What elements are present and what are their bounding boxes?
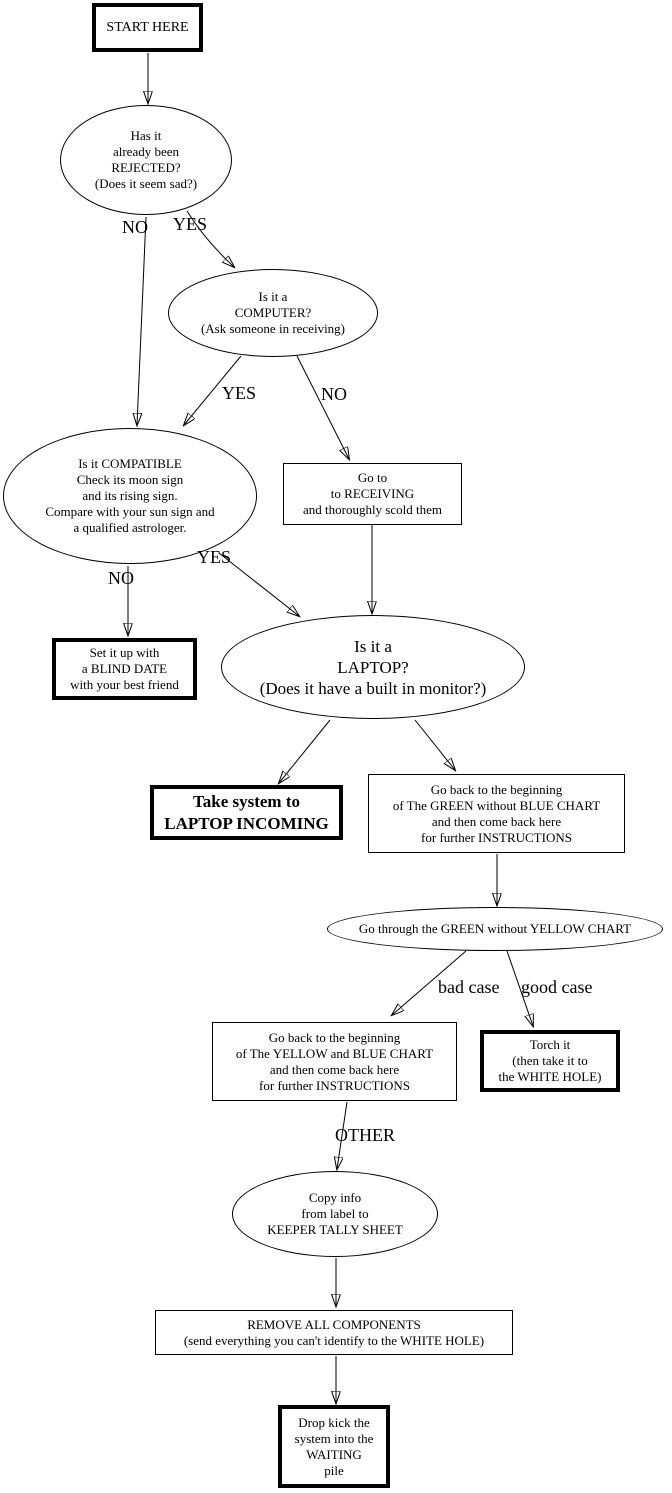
edge-label-computer-no: NO [321, 384, 347, 404]
edge-label-compatible-yes: YES [197, 547, 232, 567]
edge-label-bad-case: bad case [438, 977, 500, 997]
edge-label-rejected-no: NO [122, 217, 148, 237]
edge-laptop-to-green-chart [414, 719, 455, 770]
edge-laptop-to-incoming [279, 719, 331, 783]
edge-good-case [506, 950, 533, 1026]
edge-computer-no [296, 355, 349, 459]
edge-label-computer-yes: YES [222, 383, 257, 403]
edge-computer-yes [184, 355, 242, 425]
edge-bad-case [392, 950, 467, 1015]
node-start: START HERE [92, 3, 203, 52]
node-green-yellow-label: Go through the GREEN without YELLOW CHAR… [358, 921, 632, 936]
edge-rejected-no [137, 216, 147, 425]
edge-other [337, 1101, 348, 1169]
node-start-label: START HERE [106, 19, 189, 35]
node-green-yellow: Go through the GREEN without YELLOW CHAR… [327, 907, 663, 951]
edge-label-compatible-no: NO [108, 568, 134, 588]
edge-rejected-yes [186, 210, 234, 267]
node-remove-label: REMOVE ALL COMPONENTS(send everything yo… [183, 1316, 485, 1348]
edge-label-good-case: good case [521, 977, 593, 997]
edge-label-other: OTHER [335, 1125, 395, 1145]
edge-compatible-yes [218, 552, 299, 616]
edge-label-rejected-yes: YES [173, 214, 208, 234]
node-remove: REMOVE ALL COMPONENTS(send everything yo… [155, 1310, 513, 1355]
